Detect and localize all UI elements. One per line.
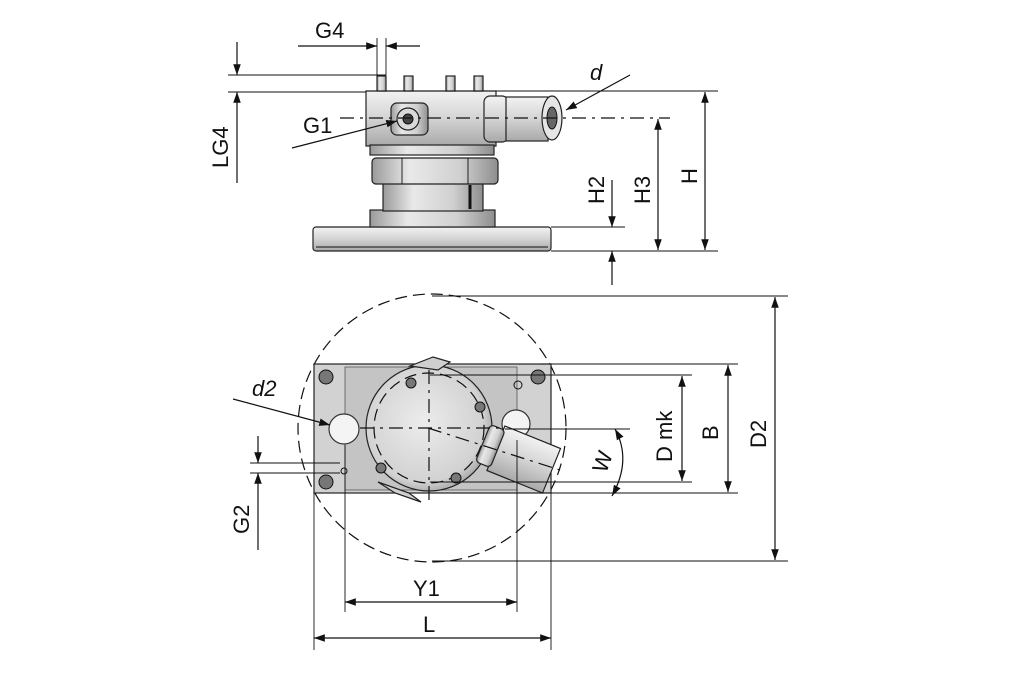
side-view [312,75,563,252]
nut [371,157,499,185]
label-w: W [587,447,618,475]
top-view [297,293,567,563]
label-y1: Y1 [413,576,440,601]
side-view-dimensions: G4 LG4 G1 d H2 H3 H [208,18,718,285]
outer-circle [297,293,567,563]
pin [403,75,414,92]
hole-left [328,413,360,445]
label-h3: H3 [630,176,655,204]
label-dmk: D mk [652,410,677,462]
lower-collar [369,209,496,228]
neck [382,182,484,212]
label-h2: H2 [584,176,609,204]
label-D2: D2 [746,420,771,448]
pin [376,75,387,92]
screw [318,474,334,490]
label-h: H [677,168,702,184]
label-lg4: LG4 [208,126,233,168]
fitting-nut [483,95,509,143]
label-l: L [423,612,435,637]
label-g2: G2 [229,505,254,534]
label-b: B [698,425,723,440]
label-d: d [590,60,603,85]
pin [473,75,484,92]
label-d2-hole: d2 [252,376,276,401]
label-g1: G1 [303,113,332,138]
screw [318,369,334,385]
pin [445,75,456,92]
label-g4: G4 [315,18,344,43]
screw [530,369,546,385]
top-view-dimensions: d2 D mk B D2 W G2 Y1 L [229,295,788,650]
fitting-body [505,96,549,142]
